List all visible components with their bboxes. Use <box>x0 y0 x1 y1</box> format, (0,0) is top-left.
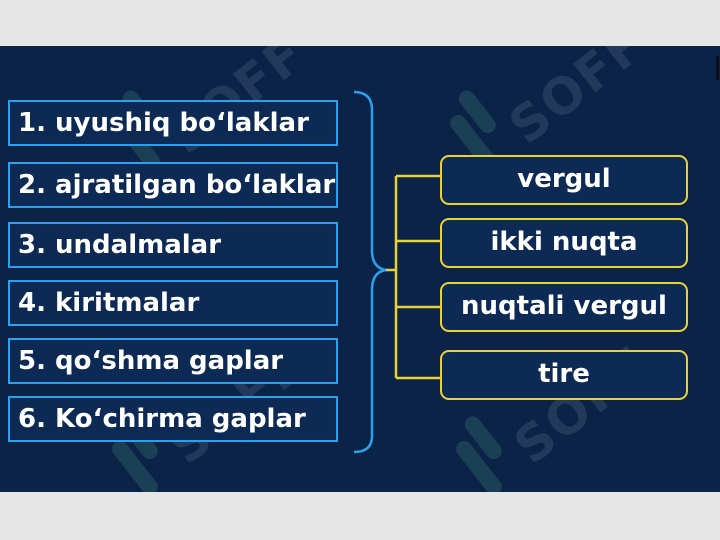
left-item-4: 4. kiritmalar <box>8 280 338 326</box>
curly-brace <box>353 90 387 454</box>
right-item-ikki-nuqta: ikki nuqta <box>440 218 688 268</box>
left-item-2: 2. ajratilgan bo‘laklar <box>8 162 338 208</box>
left-item-6: 6. Ko‘chirma gaplar <box>8 396 338 442</box>
panel-edge <box>716 56 719 80</box>
right-item-vergul: vergul <box>440 155 688 205</box>
left-item-3: 3. undalmalar <box>8 222 338 268</box>
left-item-1: 1. uyushiq bo‘laklar <box>8 100 338 146</box>
right-item-nuqtali-vergul: nuqtali vergul <box>440 282 688 332</box>
right-item-tire: tire <box>440 350 688 400</box>
left-item-5: 5. qo‘shma gaplar <box>8 338 338 384</box>
